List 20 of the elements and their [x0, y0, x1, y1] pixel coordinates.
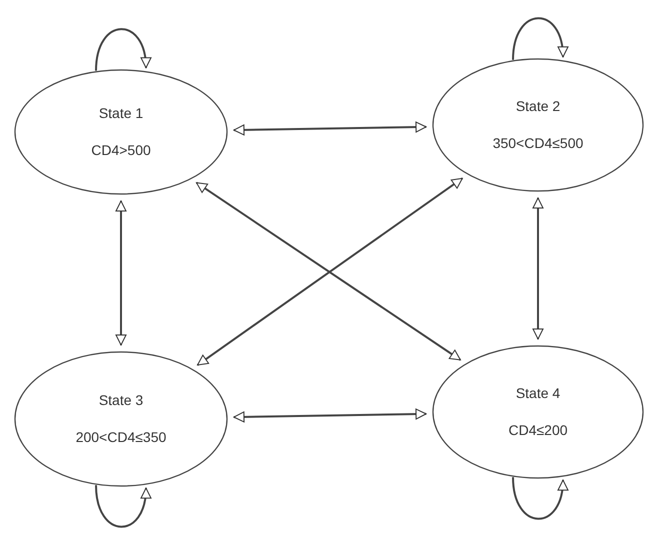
transition-arrow — [532, 198, 544, 340]
transition-arrow — [116, 200, 126, 346]
cd4-range: CD4>500 — [91, 141, 151, 160]
state-name: State 4 — [516, 384, 560, 403]
state-ellipse — [14, 351, 228, 487]
state-name: State 3 — [98, 391, 144, 410]
self-loop-arrow — [95, 485, 151, 528]
self-loop-arrow — [95, 28, 151, 71]
transition-arrow — [233, 122, 427, 136]
state-ellipse — [432, 58, 644, 192]
cd4-range: 350<CD4≤500 — [492, 134, 584, 153]
state-name: State 2 — [516, 97, 560, 116]
state-ellipse — [432, 345, 644, 479]
cd4-range: CD4≤200 — [508, 421, 568, 440]
self-loop-arrow — [512, 17, 568, 60]
state-name: State 1 — [98, 104, 144, 123]
state-ellipse — [14, 69, 228, 195]
cd4-range: 200<CD4≤350 — [76, 428, 166, 447]
transition-arrow — [233, 408, 427, 422]
self-loop-arrow — [512, 477, 568, 520]
